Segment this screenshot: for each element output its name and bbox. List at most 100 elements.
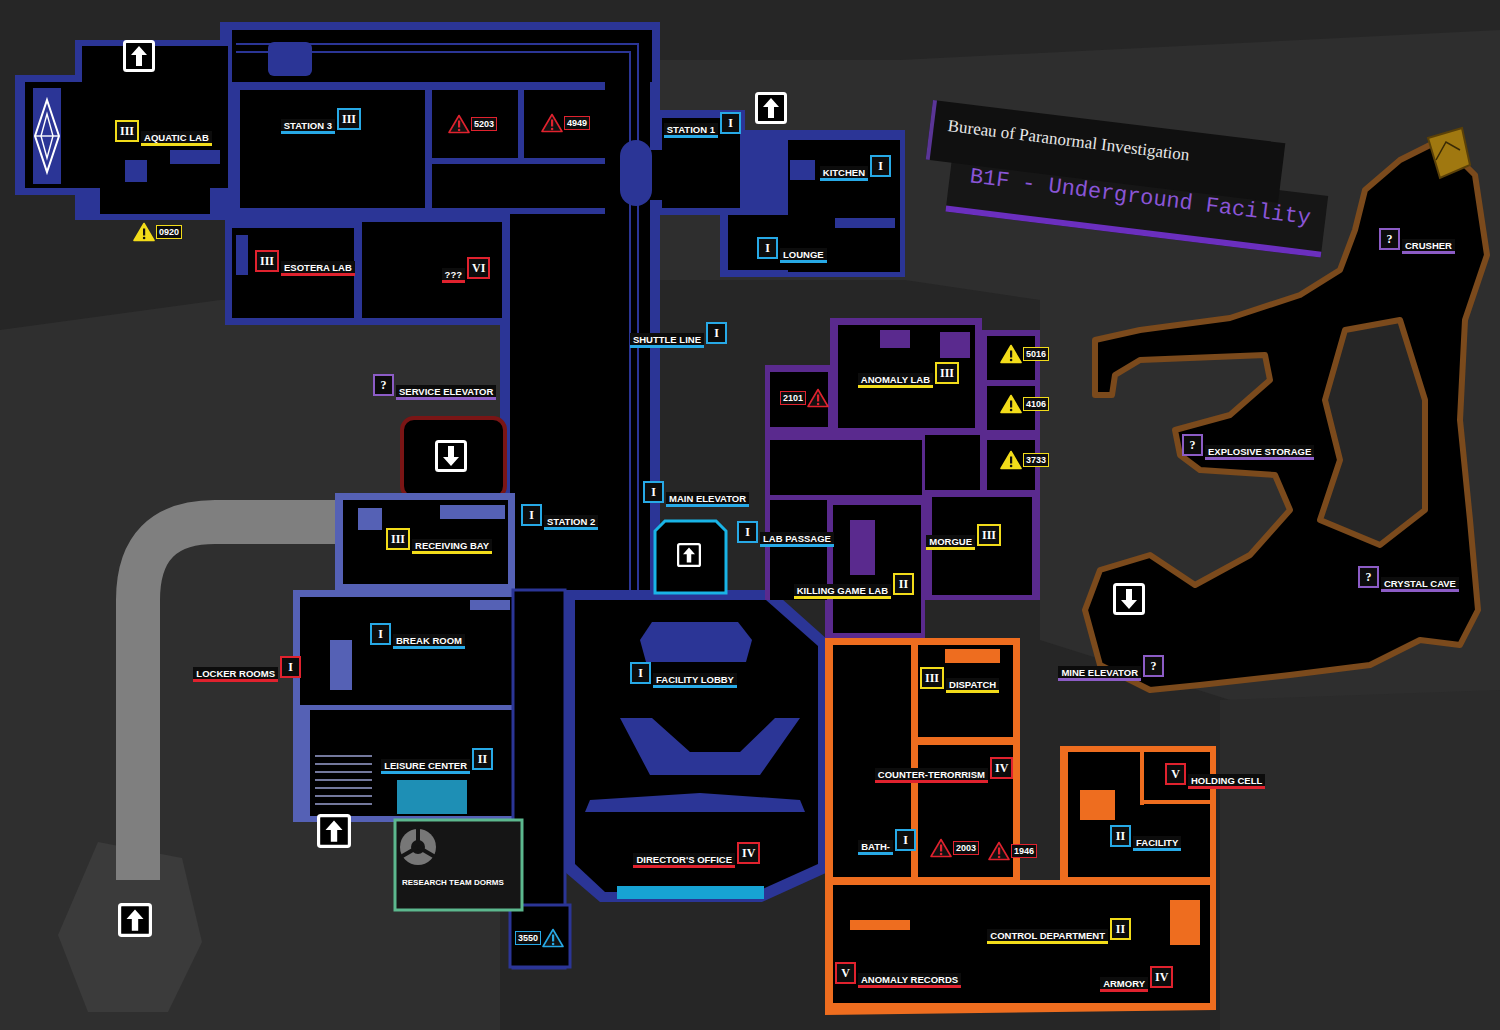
rank-badge: II [472, 748, 493, 770]
warning-triangle [1000, 394, 1022, 414]
room-label: COUNTER-TERORRISM [875, 768, 988, 783]
room-marker: VHOLDING CELL [1165, 763, 1265, 785]
west-wing [125, 160, 147, 182]
receiving-wing [330, 640, 352, 690]
rank-badge: III [337, 108, 361, 130]
west-wing [236, 235, 248, 275]
west-wing [33, 88, 61, 184]
warning-triangle [807, 388, 829, 408]
lab-wing [770, 372, 828, 427]
security-wing [918, 745, 1013, 877]
room-label: STATION 3 [281, 119, 335, 134]
room-marker: IVDIRECTOR'S OFFICE [633, 842, 760, 864]
mine-cave [1428, 128, 1470, 178]
receiving-wing [293, 493, 570, 968]
rank-badge: III [920, 667, 944, 689]
room-label: DIRECTOR'S OFFICE [633, 853, 735, 868]
room-label: STATION 2 [544, 515, 598, 530]
room-marker: IIIMORGUE [926, 524, 1001, 546]
warning-triangle [143, 229, 145, 236]
security-wing [1170, 900, 1200, 945]
elevator-shaft [402, 418, 505, 498]
room-marker: ?SERVICE ELEVATOR [373, 374, 496, 396]
receiving-wing [315, 779, 372, 781]
west-wing [100, 188, 210, 214]
room-marker: ?CRUSHER [1379, 228, 1455, 250]
lab-wing [770, 325, 1035, 633]
mine-cave [1436, 142, 1460, 160]
security-wing [1140, 800, 1210, 804]
lab-wing [770, 440, 922, 495]
room-marker: IKITCHEN [820, 155, 891, 177]
room-marker: VI??? [442, 257, 491, 279]
rank-badge: I [895, 829, 916, 851]
warning-triangle [808, 390, 828, 407]
rank-badge: I [720, 112, 741, 134]
west-wing [500, 22, 660, 597]
dorms-room [395, 820, 522, 910]
receiving-wing [300, 597, 512, 705]
warning-triangle [551, 120, 553, 127]
receiving-wing [343, 500, 508, 584]
security-wing [1068, 752, 1210, 877]
dorms-room [401, 847, 418, 857]
west-wing [720, 130, 905, 277]
west-wing [745, 160, 785, 200]
receiving-wing [315, 795, 372, 797]
lab-wing [765, 318, 1040, 640]
room-marker: IIISTATION 3 [281, 108, 361, 130]
security-wing [833, 885, 1210, 1003]
room-label: SHUTTLE LINE [630, 333, 704, 348]
rank-badge: I [706, 322, 727, 344]
room-label: LOUNGE [780, 248, 827, 263]
threat-number: 1946 [1011, 844, 1037, 858]
security-wing [918, 645, 1013, 737]
threat-marker: 1946 [988, 841, 1037, 861]
room-label: CONTROL DEPARTMENT [987, 929, 1108, 944]
west-wing [225, 215, 510, 325]
warning-triangle [931, 840, 951, 857]
room-label: MAIN ELEVATOR [666, 492, 749, 507]
room-marker: ?EXPLOSIVE STORAGE [1182, 434, 1314, 456]
warning-triangle [449, 116, 469, 133]
warning-triangle [998, 848, 1000, 855]
warning-triangle [940, 845, 942, 852]
room-label: EXPLOSIVE STORAGE [1205, 445, 1314, 460]
lobby-hall [655, 521, 726, 593]
west-wing [655, 110, 745, 215]
security-wing [833, 645, 1210, 1003]
receiving-wing [315, 755, 372, 757]
rank-badge: II [893, 573, 914, 595]
threat-number: 5016 [1023, 347, 1049, 361]
lobby-hall [620, 718, 800, 775]
warning-triangle [1001, 346, 1021, 363]
room-label: STATION 1 [664, 123, 718, 138]
west-wing [510, 214, 605, 594]
elevator-shaft [402, 418, 505, 498]
room-marker: IIIDISPATCH [920, 667, 999, 689]
west-wing [232, 228, 354, 318]
elevator-icon [678, 544, 700, 566]
lobby-hall [617, 886, 764, 899]
rank-badge: III [977, 524, 1001, 546]
west-wing [432, 90, 518, 158]
room-marker: ISHUTTLE LINE [630, 322, 727, 344]
warning-triangle [541, 113, 563, 133]
elevator-icon [437, 442, 466, 471]
terrain [1220, 690, 1500, 1030]
warning-triangle [1001, 452, 1021, 469]
room-label: AQUATIC LAB [141, 131, 212, 146]
room-label: ANOMALY RECORDS [858, 973, 961, 988]
rank-badge: II [1110, 825, 1131, 847]
map-title: Bureau of Paranormal Investigation [947, 116, 1191, 164]
threat-number: 0920 [156, 225, 182, 239]
rank-badge: ? [1379, 228, 1400, 250]
west-wing [268, 42, 312, 76]
threat-marker: 2101 [780, 388, 829, 408]
west-wing [25, 82, 228, 188]
threat-marker: 5203 [448, 114, 497, 134]
room-marker: VANOMALY RECORDS [835, 962, 961, 984]
warning-triangle [1010, 457, 1012, 464]
room-marker: IMAIN ELEVATOR [643, 481, 749, 503]
